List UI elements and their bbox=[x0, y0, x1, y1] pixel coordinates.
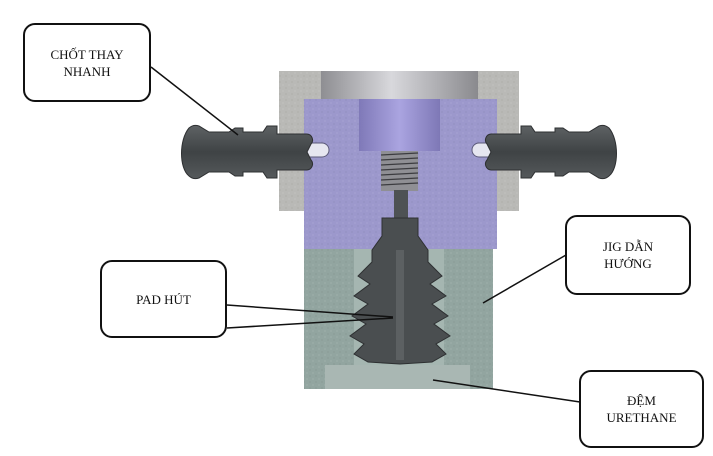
callout-urethane-pad: ĐỆM URETHANE bbox=[579, 370, 704, 448]
callout-suction-pad: PAD HÚT bbox=[100, 260, 227, 338]
callout-guide-jig-line2: HƯỚNG bbox=[604, 256, 652, 271]
piston bbox=[359, 99, 440, 151]
callout-quick-pin-line2: NHANH bbox=[63, 63, 111, 79]
leader-quick-pin bbox=[150, 66, 239, 136]
leader-guide-jig bbox=[482, 254, 567, 304]
suction-pad bbox=[349, 190, 451, 365]
callout-guide-jig: JIG DẪN HƯỚNG bbox=[565, 215, 691, 295]
leader-suction-pad-a bbox=[226, 304, 394, 318]
callout-urethane-pad-line1: ĐỆM bbox=[627, 393, 656, 408]
left-quick-pin bbox=[181, 124, 314, 180]
callout-quick-pin: CHỐT THAY NHANH bbox=[23, 23, 151, 102]
callout-suction-pad-line1: PAD HÚT bbox=[136, 291, 191, 307]
threaded-screw bbox=[380, 151, 419, 191]
leader-urethane-pad bbox=[432, 379, 581, 403]
callout-urethane-pad-line2: URETHANE bbox=[606, 410, 677, 425]
leader-suction-pad-b bbox=[226, 317, 394, 329]
leader-lines bbox=[150, 66, 581, 403]
right-quick-pin bbox=[484, 124, 617, 180]
callout-guide-jig-line1: JIG DẪN bbox=[602, 239, 654, 254]
callout-quick-pin-line1: CHỐT THAY bbox=[50, 46, 124, 62]
